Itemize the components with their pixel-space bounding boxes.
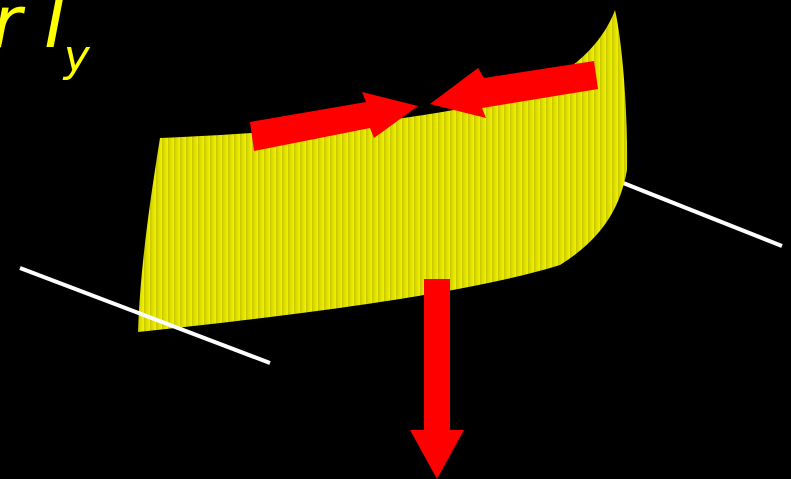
resultant-arrow-down (410, 279, 464, 479)
curved-sheet (138, 10, 628, 332)
formula-main: r I (0, 0, 66, 64)
tension-arrow-right (430, 61, 598, 118)
formula-label: r Iy (0, 0, 92, 79)
axis-line-left (19, 266, 271, 365)
tension-arrow-left (250, 92, 418, 151)
formula-subscript: y (63, 31, 90, 82)
